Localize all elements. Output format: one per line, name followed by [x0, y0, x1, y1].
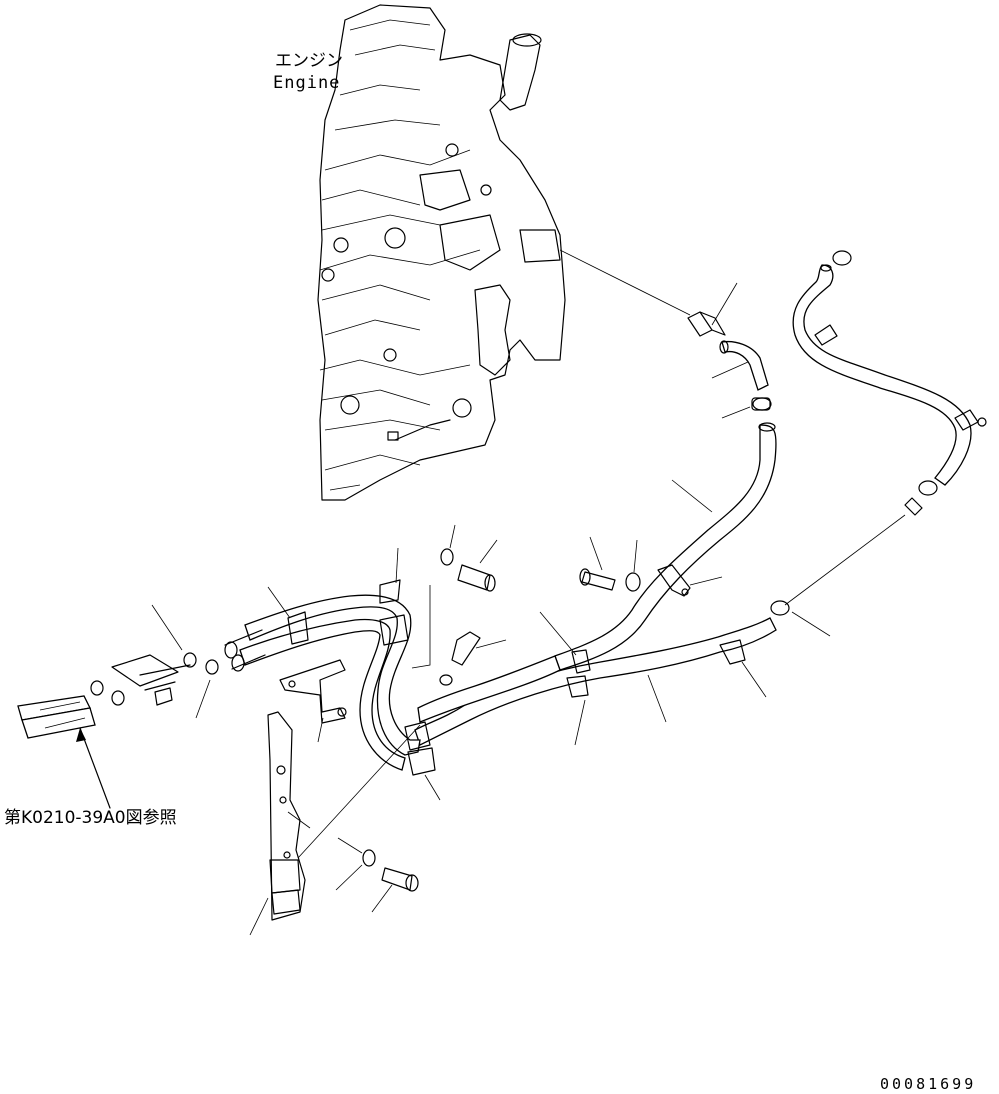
- leader-line: [267, 586, 291, 619]
- hose-clip: [287, 611, 431, 751]
- washer: [362, 849, 376, 867]
- leader-line: [335, 864, 363, 891]
- l-bracket: [279, 659, 347, 724]
- bolt: [579, 568, 616, 591]
- engine-label-en: Engine: [273, 73, 340, 93]
- leader-line: [741, 661, 767, 698]
- reference-arrow-head: [76, 728, 86, 742]
- leader-line: [287, 811, 311, 829]
- leader-line: [195, 679, 211, 719]
- leader-line: [297, 724, 421, 859]
- leader-line: [479, 539, 498, 564]
- leader-line: [249, 897, 269, 936]
- leader-line: [689, 576, 723, 586]
- leader-line: [721, 406, 751, 419]
- hose-clip: [814, 324, 987, 431]
- bolt: [451, 631, 481, 666]
- leader-line: [475, 639, 507, 649]
- leader-line: [371, 884, 393, 913]
- engine-label-jp: エンジン: [275, 51, 343, 71]
- bolt: [457, 564, 496, 592]
- hose-clamp: [770, 600, 790, 616]
- bracket-plate: [379, 547, 441, 801]
- washer: [440, 548, 454, 566]
- leader-line: [317, 717, 324, 743]
- leader-line: [574, 699, 586, 746]
- hose-clamp: [832, 250, 938, 496]
- hose-clip: [657, 564, 691, 597]
- leader-line: [449, 524, 456, 549]
- leader-line: [589, 536, 603, 571]
- hose-upper: [554, 422, 777, 671]
- leader-line: [539, 611, 577, 656]
- hose-lower: [414, 617, 777, 746]
- leader-line: [791, 611, 831, 637]
- hose-right: [792, 264, 972, 486]
- leader-line: [151, 604, 183, 651]
- reference-label: 第K0210-39A0図参照: [4, 808, 177, 828]
- leader-line: [784, 514, 906, 606]
- engine-block: [317, 4, 566, 501]
- washer: [625, 572, 641, 592]
- reference-hose: [17, 695, 96, 739]
- leader-line: [671, 479, 713, 513]
- hose-clamp: [751, 397, 772, 411]
- short-hose: [719, 340, 769, 391]
- drawing-id: 00081699: [880, 1075, 976, 1093]
- hose-clamp: [90, 652, 219, 706]
- hose-clip: [719, 639, 746, 665]
- hose-left: [224, 594, 421, 771]
- hose-joint: [111, 654, 191, 706]
- connector-tube: [904, 497, 923, 516]
- long-bracket: [267, 711, 306, 921]
- leader-line: [337, 837, 363, 854]
- leader-line: [647, 674, 667, 723]
- leader-line: [411, 585, 431, 669]
- leader-line: [711, 282, 738, 326]
- elbow-fitting: [687, 311, 726, 337]
- washer: [439, 674, 453, 686]
- bolt: [381, 867, 419, 892]
- hose-middle: [417, 649, 591, 723]
- leader-line: [711, 361, 749, 379]
- reference-arrow: [79, 727, 111, 809]
- leader-line: [559, 249, 691, 316]
- leader-line: [633, 539, 638, 573]
